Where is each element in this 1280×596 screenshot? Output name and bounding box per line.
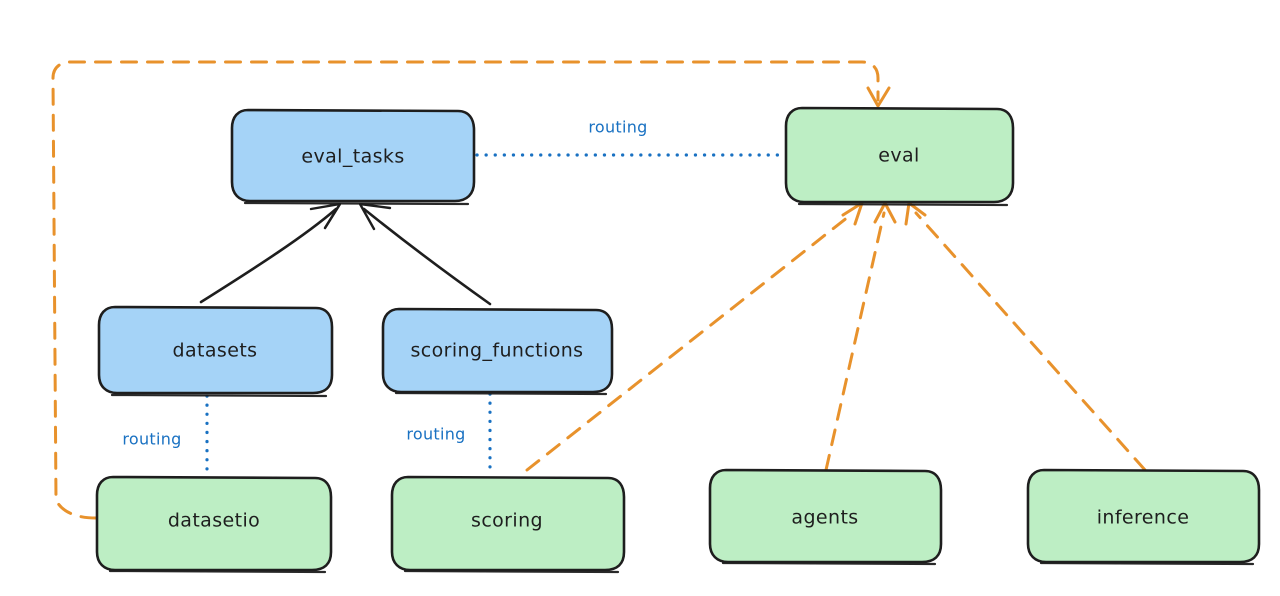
node-eval[interactable]: eval <box>784 106 1015 207</box>
edge-group-routing: routing routing routing <box>122 118 786 476</box>
edge-inference-eval-line <box>914 211 1147 472</box>
node-eval-tasks-label: eval_tasks <box>301 146 404 168</box>
node-datasetio-label: datasetio <box>168 510 260 532</box>
node-scoring-functions-label: scoring_functions <box>411 340 584 362</box>
node-eval-box <box>784 106 1015 204</box>
edge-group-dependencies <box>51 60 1147 520</box>
edge-datasetio-eval[interactable] <box>51 60 891 520</box>
node-agents-label: agents <box>791 507 858 529</box>
node-scoring[interactable]: scoring <box>390 475 626 574</box>
edge-label-routing-eval: routing <box>588 118 647 137</box>
node-scoring-functions-box <box>381 307 614 394</box>
node-agents-box <box>708 468 943 564</box>
node-inference[interactable]: inference <box>1026 468 1261 566</box>
node-scoring-box <box>390 475 626 572</box>
edge-datasets-eval-tasks-arrowhead-b <box>323 202 342 230</box>
node-agents[interactable]: agents <box>708 468 943 566</box>
edge-datasets-eval-tasks-line <box>199 207 338 304</box>
edge-label-routing-scoring: routing <box>406 425 465 444</box>
node-eval-tasks-box <box>230 108 476 203</box>
node-eval-tasks[interactable]: eval_tasks <box>230 108 476 206</box>
edge-scoring-eval-line <box>525 211 855 472</box>
edge-scoring-functions-eval-tasks[interactable] <box>358 202 492 306</box>
edge-eval-tasks-eval[interactable]: routing <box>475 118 786 157</box>
edge-label-routing-datasetio: routing <box>122 430 181 449</box>
node-eval-shadow <box>797 202 1009 207</box>
edge-agents-eval[interactable] <box>824 201 897 472</box>
node-datasetio[interactable]: datasetio <box>95 475 333 574</box>
edge-scoring-functions-eval-tasks-line <box>362 207 492 306</box>
node-eval-label: eval <box>878 145 919 167</box>
edge-group-solid <box>199 202 492 306</box>
node-inference-box <box>1026 468 1261 564</box>
edge-datasets-eval-tasks[interactable] <box>199 202 342 304</box>
node-datasets[interactable]: datasets <box>97 305 334 398</box>
node-datasets-shadow <box>110 393 328 398</box>
edge-datasetio-eval-line <box>51 60 880 520</box>
edge-datasetio-eval-arrowhead <box>866 86 891 108</box>
edge-datasets-datasetio[interactable]: routing <box>122 394 209 476</box>
edge-scoring-eval-arrowhead <box>841 201 864 226</box>
node-group: eval_tasks eval datasets scoring_functio… <box>95 106 1261 574</box>
node-scoring-label: scoring <box>471 510 543 532</box>
edge-inference-eval[interactable] <box>904 201 1147 472</box>
node-eval-tasks-shadow <box>243 201 470 206</box>
edge-scoring-functions-scoring[interactable]: routing <box>406 392 492 476</box>
node-datasetio-box <box>95 475 333 572</box>
node-inference-label: inference <box>1097 507 1190 529</box>
node-datasets-label: datasets <box>173 340 258 362</box>
node-scoring-functions[interactable]: scoring_functions <box>381 307 614 396</box>
node-datasets-box <box>97 305 334 395</box>
edge-agents-eval-line <box>824 211 886 472</box>
